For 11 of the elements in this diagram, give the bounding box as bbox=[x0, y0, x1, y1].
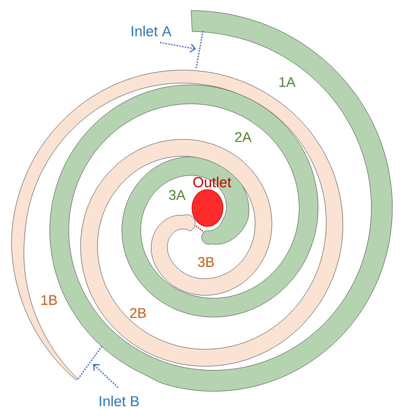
outlet-blob: Outlet bbox=[192, 176, 232, 227]
channel-label: 3B bbox=[198, 257, 214, 267]
node-label: Outlet bbox=[193, 176, 232, 188]
channel-label: 2A bbox=[235, 132, 252, 142]
leader-arrow bbox=[160, 42, 196, 52]
channel-label: 1B bbox=[42, 295, 57, 305]
inlet-label: Inlet B bbox=[100, 396, 139, 406]
channel-label: 1A bbox=[280, 77, 296, 87]
channel-label: 2B bbox=[130, 308, 146, 318]
leader-arrow bbox=[93, 364, 118, 388]
inlet-label: Inlet A bbox=[132, 26, 172, 36]
